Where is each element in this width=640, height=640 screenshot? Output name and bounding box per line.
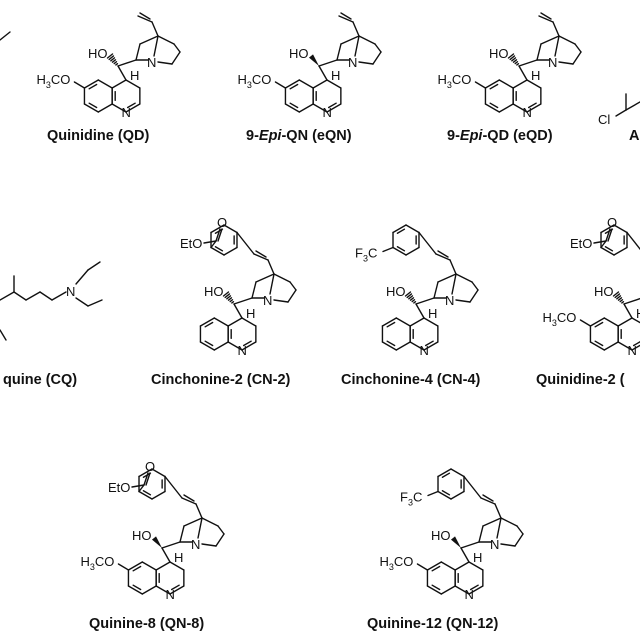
- caption-quinidine: Quinidine (QD): [47, 128, 150, 144]
- structure-quinidine-2-c8-h: H: [636, 306, 640, 321]
- structure-quinine-12-hydroxyl: HO: [431, 528, 451, 543]
- structure-quinine-8-carbonyl-o: O: [145, 459, 155, 474]
- structure-9-epi-qd-quinuclidine-n: N: [548, 55, 557, 70]
- caption-9-epi-qd: 9-Epi-QD (eQD): [447, 128, 553, 144]
- chloroquine-amine-n: N: [66, 284, 75, 299]
- structure-quinine-12-ring-n: N: [465, 587, 474, 602]
- structure-quinidine-hydroxyl: HO: [88, 46, 108, 61]
- chloro-substituent: Cl: [598, 112, 610, 127]
- caption-partial-a: A: [629, 128, 640, 144]
- structure-quinine-12-methoxy: H3CO: [379, 554, 413, 572]
- structure-9-epi-qn-ring-n: N: [323, 105, 332, 120]
- structure-cinchonine-4-cf3: F3C: [355, 246, 377, 264]
- caption-9-epi-qn: 9-Epi-QN (eQN): [246, 128, 352, 144]
- structure-quinidine-2-ethoxy: EtO: [570, 236, 592, 251]
- structure-quinidine-ring-n: N: [122, 105, 131, 120]
- structure-cinchonine-2-c8-h: H: [246, 306, 255, 321]
- structure-9-epi-qd-methoxy: H3CO: [437, 72, 471, 90]
- structure-quinidine-2-carbonyl-o: O: [607, 215, 617, 230]
- structure-9-epi-qn-hydroxyl: HO: [289, 46, 309, 61]
- caption-cinchonine-2: Cinchonine-2 (CN-2): [151, 372, 291, 388]
- caption-chloroquine-partial: quine (CQ): [3, 372, 78, 388]
- caption-quinidine-2-partial: Quinidine-2 (: [536, 372, 625, 388]
- structure-cinchonine-2-carbonyl-o: O: [217, 215, 227, 230]
- structure-quinidine-2-methoxy: H3CO: [542, 310, 576, 328]
- structure-9-epi-qd-hydroxyl: HO: [489, 46, 509, 61]
- structure-chloro-aryl-partial: Cl: [598, 93, 640, 127]
- structure-quinine-8-methoxy: H3CO: [80, 554, 114, 572]
- structure-9-epi-qn-quinuclidine-n: N: [348, 55, 357, 70]
- structure-quinidine-methoxy: H3CO: [36, 72, 70, 90]
- structure-cinchonine-2-ring-n: N: [238, 343, 247, 358]
- structure-cinchonine-4-quinuclidine-n: N: [445, 293, 454, 308]
- caption-quinine-8: Quinine-8 (QN-8): [89, 616, 205, 632]
- structure-quinidine-quinuclidine-n: N: [147, 55, 156, 70]
- structure-cinchonine-2-ethoxy: EtO: [180, 236, 202, 251]
- structure-quinine-8-c8-h: H: [174, 550, 183, 565]
- structure-9-epi-qn-methoxy: H3CO: [237, 72, 271, 90]
- structure-9-epi-qn-c8-h: H: [331, 68, 340, 83]
- structure-cinchonine-2-quinuclidine-n: N: [263, 293, 272, 308]
- structure-quinine-8-hydroxyl: HO: [132, 528, 152, 543]
- caption-quinine-12: Quinine-12 (QN-12): [367, 616, 499, 632]
- structure-cinchonine-4-hydroxyl: HO: [386, 284, 406, 299]
- structure-quinine-12-c8-h: H: [473, 550, 482, 565]
- structure-quinine-12-cf3: F3C: [400, 490, 422, 508]
- caption-cinchonine-4: Cinchonine-4 (CN-4): [341, 372, 481, 388]
- structure-cinchonine-4-ring-n: N: [420, 343, 429, 358]
- structure-chloroquine-partial: N: [0, 261, 103, 341]
- structure-quinine-8-ring-n: N: [166, 587, 175, 602]
- structure-quinidine-2-ring-n: N: [628, 343, 637, 358]
- structure-cinchonine-4-c8-h: H: [428, 306, 437, 321]
- structure-top-left-partial: [0, 31, 11, 41]
- structure-quinine-8-quinuclidine-n: N: [191, 537, 200, 552]
- structure-9-epi-qd-c8-h: H: [531, 68, 540, 83]
- structure-quinidine-c8-h: H: [130, 68, 139, 83]
- structure-9-epi-qd-ring-n: N: [523, 105, 532, 120]
- structure-quinidine-2-hydroxyl: HO: [594, 284, 614, 299]
- structure-cinchonine-2-hydroxyl: HO: [204, 284, 224, 299]
- structure-quinine-8-ethoxy: EtO: [108, 480, 130, 495]
- structure-quinine-12-quinuclidine-n: N: [490, 537, 499, 552]
